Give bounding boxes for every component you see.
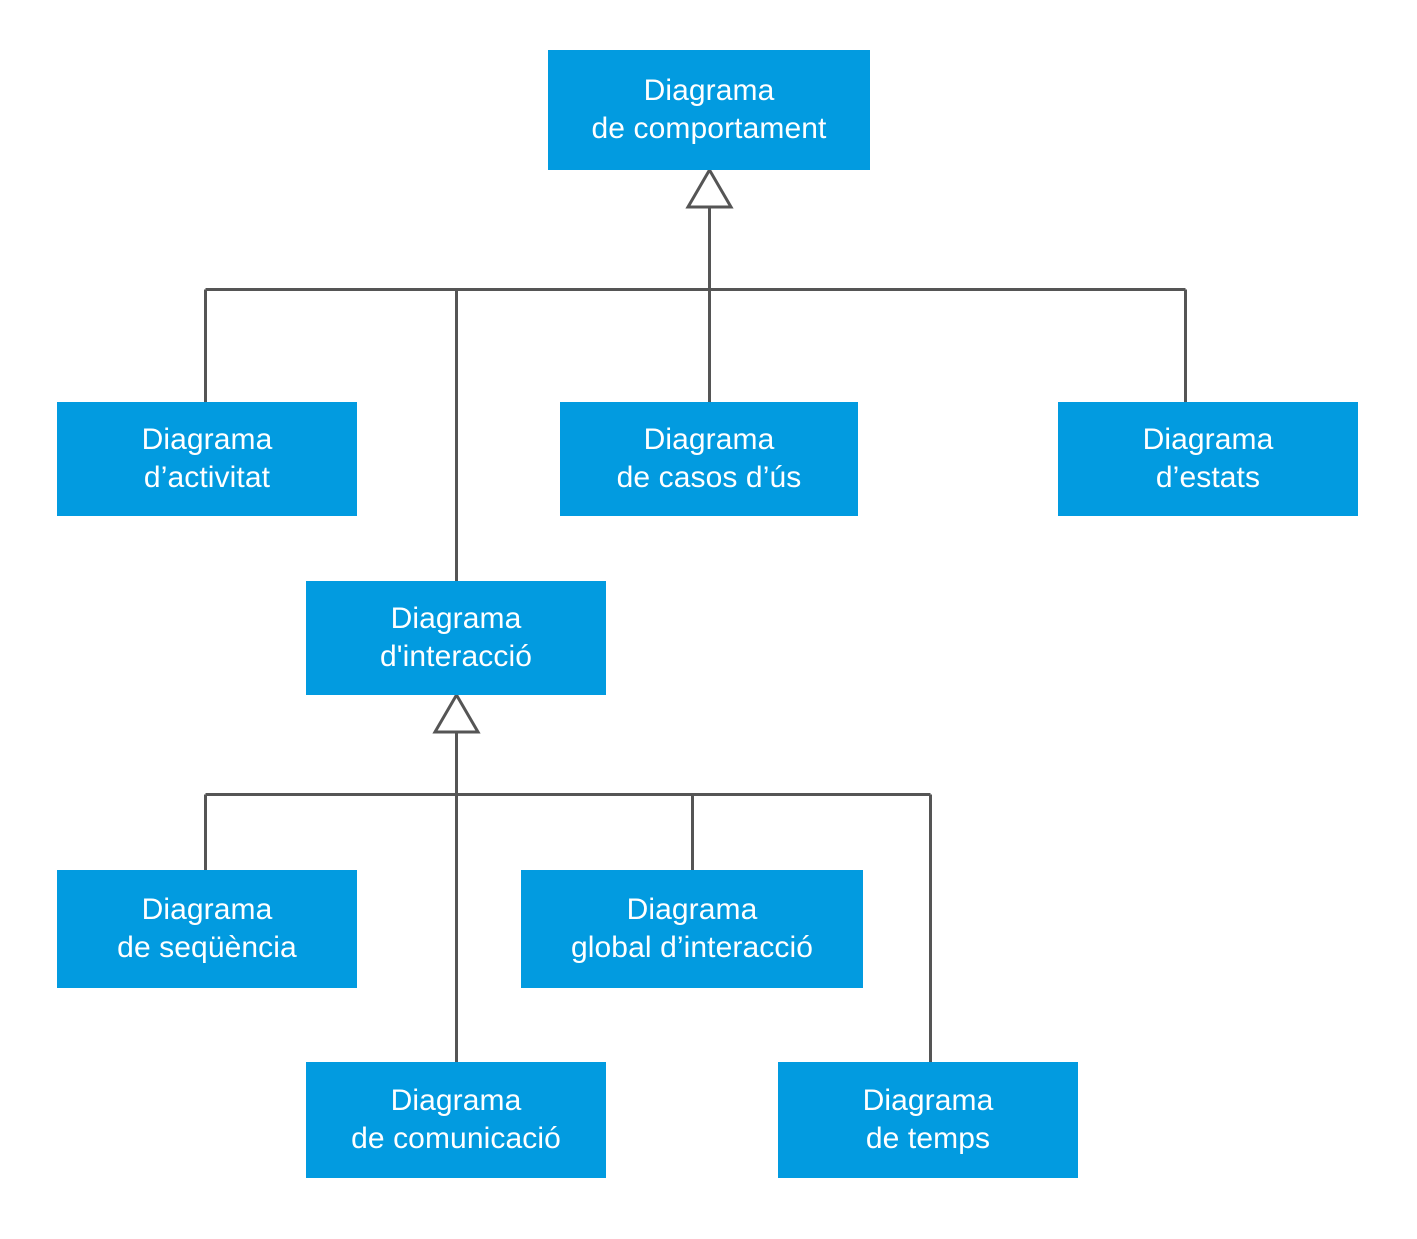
node-label: Diagrama d’activitat xyxy=(141,422,273,494)
node-diagrama-de-temps[interactable]: Diagrama de temps xyxy=(778,1062,1078,1178)
node-label: Diagrama de comunicació xyxy=(351,1083,561,1155)
node-label: Diagrama global d’interacció xyxy=(570,892,814,964)
node-diagrama-d-activitat[interactable]: Diagrama d’activitat xyxy=(57,402,357,516)
node-diagrama-de-comunicacio[interactable]: Diagrama de comunicació xyxy=(306,1062,606,1178)
node-diagrama-global-d-interaccio[interactable]: Diagrama global d’interacció xyxy=(521,870,863,988)
node-diagrama-de-casos-d-us[interactable]: Diagrama de casos d’ús xyxy=(560,402,858,516)
node-label: Diagrama de seqüència xyxy=(117,892,297,964)
node-label: Diagrama de temps xyxy=(862,1083,994,1155)
node-diagrama-de-comportament[interactable]: Diagrama de comportament xyxy=(548,50,870,170)
node-label: Diagrama d'interacció xyxy=(379,601,532,673)
node-diagrama-de-sequencia[interactable]: Diagrama de seqüència xyxy=(57,870,357,988)
node-label: Diagrama de casos d’ús xyxy=(616,422,802,494)
node-label: Diagrama d’estats xyxy=(1142,422,1274,494)
node-diagrama-d-estats[interactable]: Diagrama d’estats xyxy=(1058,402,1358,516)
node-diagrama-d-interaccio[interactable]: Diagrama d'interacció xyxy=(306,581,606,695)
generalization-arrowhead-interaccio xyxy=(432,692,481,734)
node-label: Diagrama de comportament xyxy=(591,73,827,145)
generalization-arrowhead-comportament xyxy=(685,167,734,209)
